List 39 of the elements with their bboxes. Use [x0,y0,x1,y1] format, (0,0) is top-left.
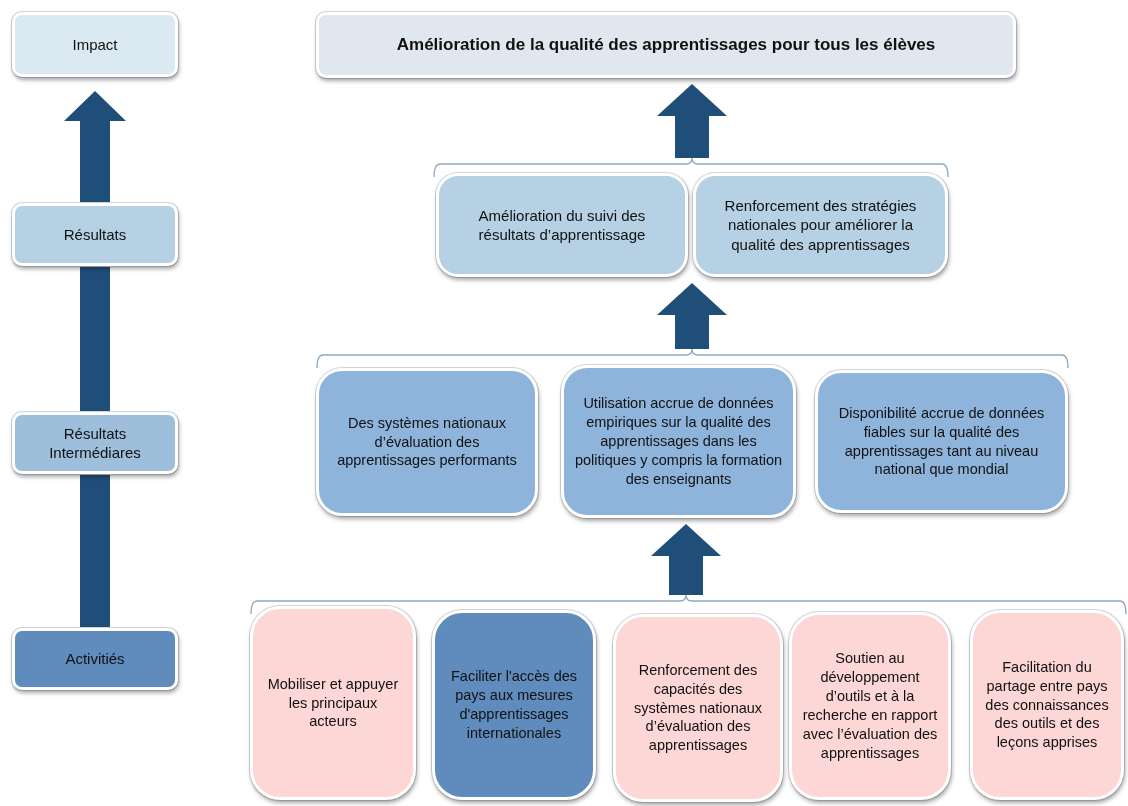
block-arrow [651,524,721,595]
bracket [250,595,1127,614]
rounded-box [436,173,688,277]
rounded-box [12,203,178,266]
bracket [433,158,949,177]
box-label: Soutien au développement d’outils et à la recherche en rapport avec l’évaluation des apprentissages [802,649,938,763]
box-label: Renforcement des stratégies nationales pour améliorer la qualité des apprentissages [723,195,918,255]
box-label: Mobiliser et appuyer les principaux acteurs [266,674,400,732]
rounded-box [250,606,416,800]
block-arrow [657,84,727,158]
rounded-box [316,368,538,516]
box-label: Des systèmes nationaux d’évaluation des apprentissages performants [336,413,518,471]
rounded-box [693,173,948,277]
rounded-box [12,628,178,690]
rounded-box [815,370,1068,513]
bracket [316,349,1069,368]
rounded-box [970,610,1124,800]
box-label: Impact [72,34,118,55]
rounded-box [613,614,783,802]
box-label: Amélioration du suivi des résultats d’apprentissage [477,205,647,245]
box-label: Utilisation accrue de données empiriques sur la qualité des apprentissages dans les politiques y compris la formation des enseignants [574,394,783,489]
box-label: Activitiés [65,649,125,669]
rounded-box [316,12,1016,78]
rounded-box [561,365,796,518]
block-arrow [657,283,727,349]
box-label: Facilitation du partage entre pays des connaissances des outils et des leçons apprises [984,657,1110,753]
rounded-box [789,612,951,800]
rounded-box [12,12,178,77]
box-label: Disponibilité accrue de données fiables sur la qualité des apprentissages tant au niveau national que mondial [837,403,1046,480]
box-label: Renforcement des capacités des systèmes nationaux d’évaluation des apprentissages [632,660,764,756]
rounded-box [12,412,178,474]
rounded-box [432,610,596,800]
block-arrow [80,266,110,412]
box-label: Amélioration de la qualité des apprentissages pour tous les élèves [396,33,936,56]
box-label: Résultats Intermédiares [48,423,142,463]
block-arrow [64,91,126,203]
box-label: Résultats [63,224,127,245]
block-arrow [80,474,110,628]
box-label: Faciliter l'accès des pays aux mesures d'apprentissages internationales [449,667,579,743]
